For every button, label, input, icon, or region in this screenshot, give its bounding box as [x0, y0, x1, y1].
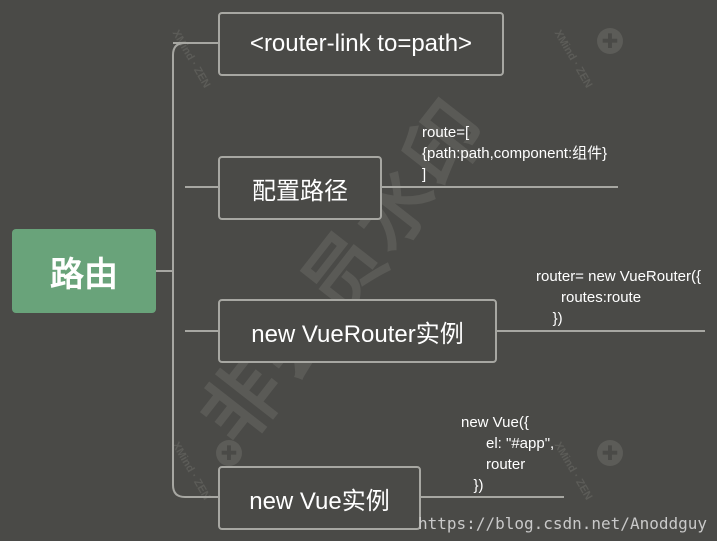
note-new-vuerouter: router= new VueRouter({ routes:route }): [536, 268, 701, 327]
topic-new-vue[interactable]: new Vue实例: [218, 466, 421, 530]
source-url-watermark: https://blog.csdn.net/Anoddguy: [418, 514, 707, 533]
topic-new-vuerouter[interactable]: new VueRouter实例: [218, 299, 497, 363]
xmind-logo-icon: ✚: [597, 440, 623, 466]
xmind-logo-icon: ✚: [597, 28, 623, 54]
xmind-logo-icon: ✚: [216, 440, 242, 466]
topic-config-path[interactable]: 配置路径: [218, 156, 382, 220]
root-topic[interactable]: 路由: [12, 229, 156, 313]
topic-router-link[interactable]: <router-link to=path>: [218, 12, 504, 76]
note-config-path: route=[ {path:path,component:组件} ]: [422, 124, 608, 183]
trunk-line: [172, 42, 186, 498]
note-new-vue: new Vue({ el: "#app", router }): [461, 414, 555, 494]
